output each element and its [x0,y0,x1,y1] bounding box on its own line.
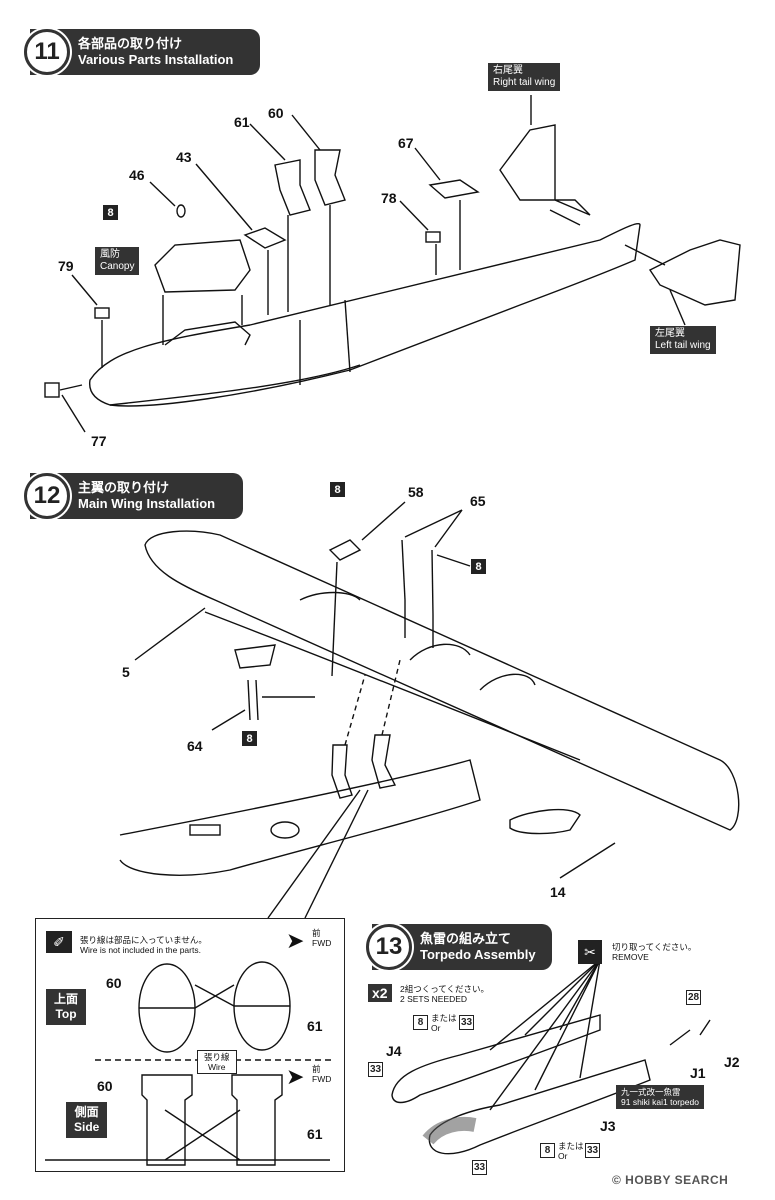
wire-detail-inset [35,918,345,1172]
part-58-label: 58 [408,484,424,500]
side-view-label-en: Side [74,1120,100,1134]
part-33-box-left: 33 [368,1062,383,1077]
torpedo-label-jp: 九一式改一魚雷 [621,1087,681,1097]
part-8-box-top: 8 [330,482,345,497]
step-13-title-jp: 魚雷の組み立て [420,931,512,946]
fwd-label-side-jp: 前 [312,1064,321,1074]
part-78-label: 78 [381,190,397,206]
or-label-bottom-jp: または [558,1141,584,1151]
left-tail-label-en: Left tail wing [655,340,711,351]
fwd-arrow-icon-side: ➤ [286,1064,305,1089]
inset-part-61-top: 61 [307,1018,323,1034]
brush-icon: ✐ [46,931,72,953]
part-8-box-torp-bottom: 8 [540,1143,555,1158]
or-label-top-jp: または [431,1013,457,1023]
top-view-label-en: Top [55,1007,77,1021]
part-64-label: 64 [187,738,203,754]
part-60-label: 60 [268,105,284,121]
part-5-label: 5 [122,664,130,680]
sets-needed-en: 2 SETS NEEDED [400,994,468,1004]
step-12-title-jp: 主翼の取り付け [78,480,170,495]
step-12-title-en: Main Wing Installation [78,496,216,511]
wire-label-jp: 張り線 [204,1052,230,1062]
inset-part-61-side: 61 [307,1126,323,1142]
top-view-label-jp: 上面 [54,992,79,1006]
part-43-label: 43 [176,149,192,165]
part-8-box: 8 [103,205,118,220]
step-11-title-en: Various Parts Installation [78,52,234,67]
part-J1-label: J1 [690,1065,706,1081]
step-13-header: 13 魚雷の組み立て Torpedo Assembly [366,924,552,970]
or-label-top: または Or [431,1013,457,1033]
part-14-label: 14 [550,884,566,900]
step-13-title-en: Torpedo Assembly [420,947,536,962]
sets-needed-note: 2組つくってください。 2 SETS NEEDED [400,984,489,1004]
remove-note: 切り取ってください。 REMOVE [612,942,696,962]
fwd-arrow-icon: ➤ [286,928,305,953]
x2-badge: x2 [368,984,392,1002]
top-view-label: 上面 Top [46,989,87,1025]
part-8-box-torp-top: 8 [413,1015,428,1030]
fwd-label-side-en: FWD [312,1074,332,1084]
canopy-label-en: Canopy [100,261,135,272]
part-8-box-ladder: 8 [242,731,257,746]
torpedo-label-en: 91 shiki kai1 torpedo [621,1097,699,1107]
part-33-box-bottom-right: 33 [585,1143,600,1158]
step-13-number: 13 [366,924,412,970]
watermark: © HOBBY SEARCH [612,1173,729,1187]
step-12-number: 12 [24,473,70,519]
part-65-label: 65 [470,493,486,509]
fwd-label-top: 前 FWD [312,928,331,948]
left-tail-label: 左尾翼 Left tail wing [650,326,716,354]
or-label-top-en: Or [431,1023,441,1033]
part-77-label: 77 [91,433,107,449]
right-tail-label: 右尾翼 Right tail wing [488,63,561,91]
fwd-label-top-jp: 前 [312,928,321,938]
torpedo-label: 九一式改一魚雷 91 shiki kai1 torpedo [616,1085,704,1109]
part-J2-label: J2 [724,1054,740,1070]
inset-part-60-top: 60 [106,975,122,991]
side-view-label-jp: 側面 [74,1105,99,1119]
part-67-label: 67 [398,135,414,151]
part-61-label: 61 [234,114,250,130]
canopy-label: 風防 Canopy [95,247,140,275]
part-8-box-right: 8 [471,559,486,574]
remove-note-en: REMOVE [612,952,649,962]
side-view-label: 側面 Side [66,1102,108,1138]
fwd-label-side: 前 FWD [312,1064,331,1084]
remove-note-jp: 切り取ってください。 [612,942,697,952]
step-12-header: 12 主翼の取り付け Main Wing Installation [24,473,243,519]
step-11-title-jp: 各部品の取り付け [78,36,183,51]
right-tail-label-jp: 右尾翼 [493,65,523,76]
or-label-bottom-en: Or [558,1151,568,1161]
wire-note-jp: 張り線は部品に入っていません。 [80,935,207,945]
part-33-box-top: 33 [459,1015,474,1030]
wire-note: 張り線は部品に入っていません。 Wire is not included in … [80,935,207,955]
or-label-bottom: または Or [558,1141,584,1161]
sets-needed-jp: 2組つくってください。 [400,984,490,994]
canopy-label-jp: 風防 [100,249,120,260]
inset-part-60-side: 60 [97,1078,113,1094]
cut-icon: ✂ [578,940,602,964]
wire-label-en: Wire [208,1062,226,1072]
part-28-box: 28 [686,990,701,1005]
wire-note-en: Wire is not included in the parts. [80,945,201,955]
part-J3-label: J3 [600,1118,616,1134]
part-46-label: 46 [129,167,145,183]
step-11-number: 11 [24,29,70,75]
part-79-label: 79 [58,258,74,274]
right-tail-label-en: Right tail wing [493,77,556,88]
left-tail-label-jp: 左尾翼 [655,328,685,339]
part-J4-label: J4 [386,1043,402,1059]
step-11-header: 11 各部品の取り付け Various Parts Installation [24,29,260,75]
part-33-box-bottom: 33 [472,1160,487,1175]
fwd-label-top-en: FWD [312,938,332,948]
wire-label: 張り線 Wire [197,1050,237,1074]
